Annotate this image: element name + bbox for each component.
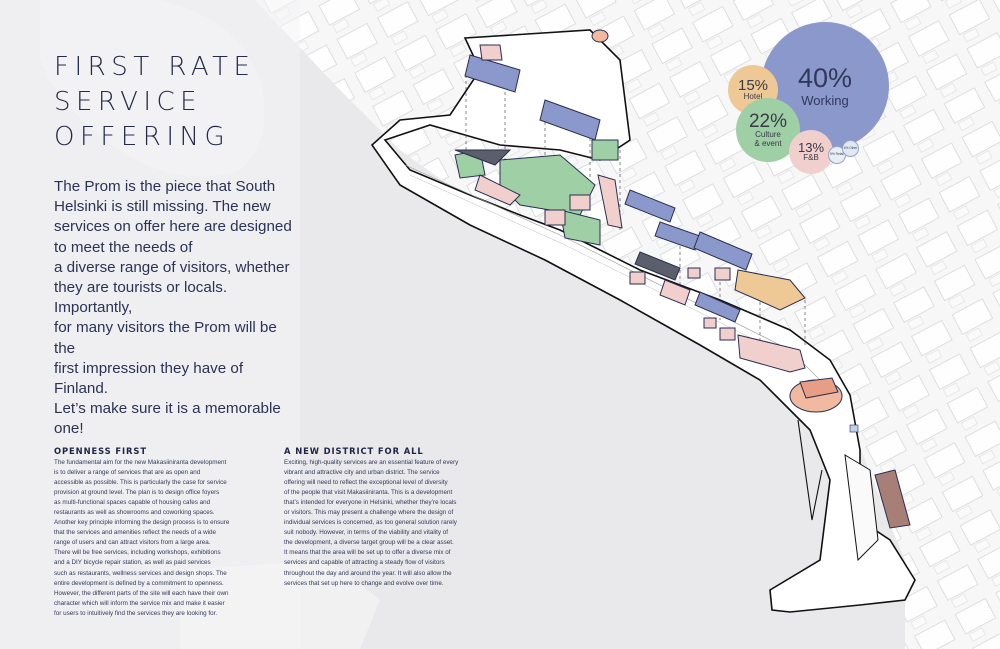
body-line: or visitors. This may present a challeng…	[284, 509, 454, 517]
body-line: restaurants as well as showrooms and cow…	[54, 509, 215, 517]
body-line: accessible as possible. This is particul…	[54, 479, 227, 487]
body-line: services and capable of attracting a ste…	[284, 559, 445, 567]
retail-label: 5% Retail	[830, 152, 844, 157]
body-line: as multi-functional spaces capable of ho…	[54, 499, 211, 507]
working-percent: 40%	[797, 62, 853, 93]
lead-line: for many visitors the Prom will be the	[54, 319, 277, 357]
body-line: The fundamental aim for the new Makasiin…	[54, 459, 227, 466]
lead-line: to meet the needs of	[54, 238, 193, 256]
hotel-label: Hotel	[743, 92, 763, 102]
body-line: of the people that visit Makasiiniranta.…	[284, 489, 453, 497]
body-line: such as restaurants, wellness services a…	[54, 569, 227, 577]
lead-line: one!	[54, 420, 84, 438]
lead-line: Helsinki is still missing. The new	[54, 198, 271, 216]
title-line: OFFERING	[54, 122, 231, 152]
body-line: There will be free services, including w…	[54, 549, 221, 557]
body-line: offering will need to reflect the except…	[284, 479, 448, 487]
page-title: FIRST RATE SERVICE OFFERING	[54, 50, 294, 155]
body-line: provision at ground level. The plan is t…	[54, 489, 220, 497]
culture-label: Culture	[755, 130, 781, 140]
body-line: for users to intuitively find the servic…	[54, 609, 218, 617]
body-line: It means that the area will be set up to…	[284, 549, 451, 557]
body-line: and a DIY bicycle repair station, as wel…	[54, 559, 211, 567]
body-line: vibrant and attractive city and urban di…	[284, 469, 440, 477]
body-line: Exciting, high-quality services are an e…	[284, 459, 459, 466]
body-line: suit nobody. However, in terms of the vi…	[284, 529, 449, 537]
lead-line: Let’s make sure it is a memorable	[54, 400, 281, 418]
other-label: 4% Other	[843, 145, 858, 150]
hotel-percent: 15%	[737, 77, 769, 95]
body-line: Another key principle informing the desi…	[54, 519, 230, 527]
body-line: individual services is concerned, as too…	[284, 519, 457, 527]
culture-percent: 22%	[748, 111, 788, 133]
working-label: Working	[801, 92, 849, 108]
body-line: range of users and can attract visitors …	[54, 539, 211, 547]
section-heading: A NEW DISTRICT FOR ALL	[284, 446, 424, 456]
lead-line: The Prom is the piece that South	[54, 178, 276, 195]
openness-first-section: OPENNESS FIRST The fundamental aim for t…	[54, 446, 254, 619]
fb-label: F&B	[803, 153, 819, 163]
body-line: the development, a diverse target group …	[284, 539, 454, 547]
lead-paragraph: The Prom is the piece that South Helsink…	[54, 177, 294, 440]
title-line: FIRST RATE	[54, 52, 256, 82]
body-line: entire development is defined by a commi…	[54, 579, 224, 587]
lead-line: services on offer here are designed	[54, 218, 292, 236]
lead-line: they are tourists or locals. Importantly…	[54, 279, 228, 317]
body-line: However, the different parts of the site…	[54, 589, 229, 597]
rotunda	[591, 29, 843, 413]
body-line: throughout the day and around the year. …	[284, 569, 452, 577]
lead-line: first impression they have of Finland.	[54, 359, 244, 398]
body-line: is to deliver a range of services that a…	[54, 469, 201, 477]
body-line: character which will inform the service …	[54, 599, 225, 607]
culture-label: & event	[754, 138, 782, 148]
fb-share-bubble: 13% F&B	[789, 130, 833, 174]
new-district-section: A NEW DISTRICT FOR ALL Exciting, high-qu…	[284, 446, 484, 589]
body-line: that’s intended for everyone in Helsinki…	[284, 499, 457, 507]
section-heading: OPENNESS FIRST	[54, 446, 147, 456]
other-share-bubble: 4% Other	[842, 140, 859, 157]
body-line: services that set up here to change and …	[284, 579, 444, 587]
body-line: that the services and amenities reflect …	[54, 529, 217, 537]
lead-line: a diverse range of visitors, whether	[54, 258, 290, 276]
section-body: The fundamental aim for the new Makasiin…	[54, 458, 254, 619]
section-body: Exciting, high-quality services are an e…	[284, 458, 484, 589]
title-line: SERVICE	[54, 87, 203, 117]
fb-percent: 13%	[797, 140, 825, 156]
